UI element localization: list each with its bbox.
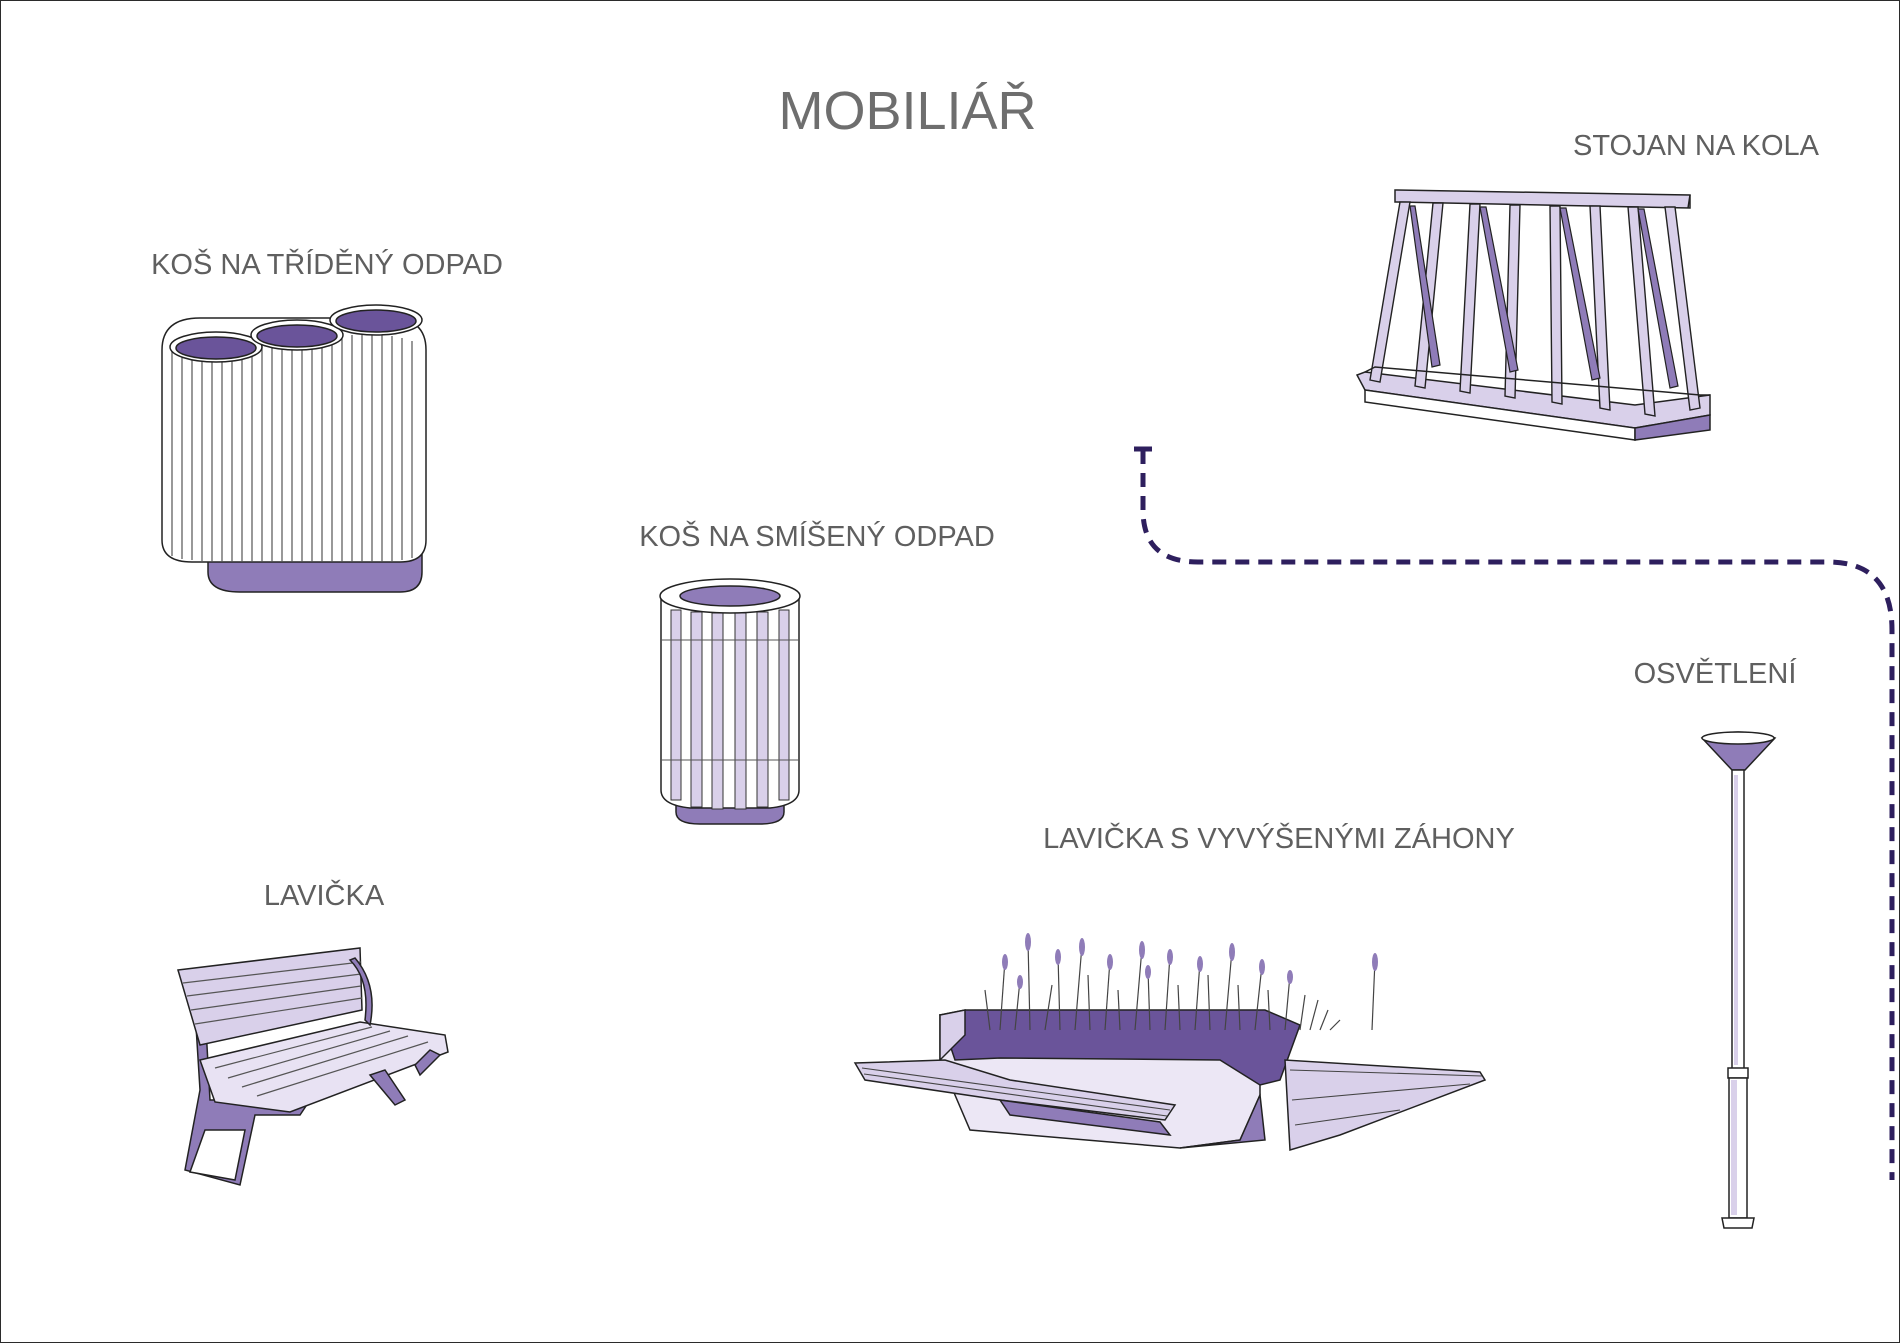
label-bike-rack: STOJAN NA KOLA bbox=[1572, 130, 1820, 162]
label-mixed-bin: KOŠ NA SMÍŠENÝ ODPAD bbox=[639, 521, 995, 553]
sorted-waste-bin-icon bbox=[161, 304, 427, 593]
mixed-waste-bin-icon bbox=[659, 578, 801, 825]
label-bench: LAVIČKA bbox=[263, 880, 385, 912]
bike-rack-icon bbox=[1355, 189, 1711, 441]
bench-with-raised-beds-icon bbox=[853, 933, 1487, 1151]
page-title: MOBILIÁŘ bbox=[778, 81, 1037, 141]
bench-icon bbox=[177, 947, 449, 1186]
street-lamp-icon bbox=[1700, 731, 1777, 1229]
dashed-path bbox=[1140, 450, 1895, 1180]
label-bench-with-raised-beds: LAVIČKA S VYVÝŠENÝMI ZÁHONY bbox=[1043, 823, 1515, 855]
label-sorted-bin: KOŠ NA TŘÍDĚNÝ ODPAD bbox=[151, 249, 503, 281]
label-lighting: OSVĚTLENÍ bbox=[1633, 658, 1797, 690]
